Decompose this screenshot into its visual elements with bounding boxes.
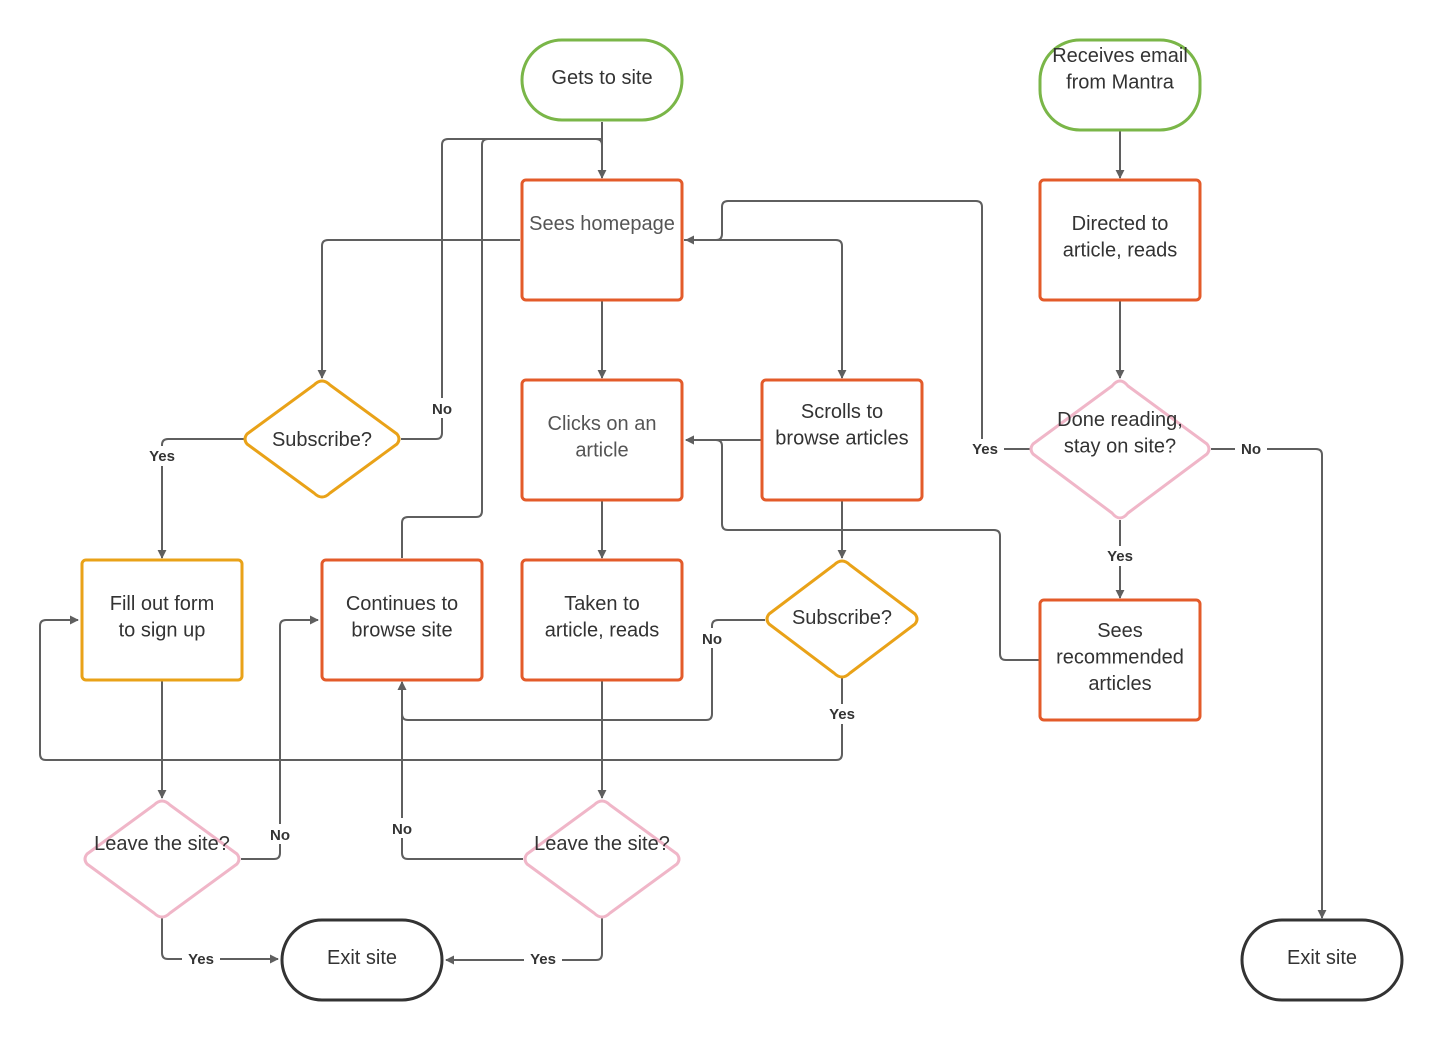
edge-subscribe1-no-to-homepage	[401, 138, 603, 440]
label-subscribe2-yes: Yes	[829, 706, 855, 723]
edge-subscribe2-no-to-continues	[397, 619, 765, 721]
node-text-line: article	[575, 440, 628, 462]
node-text-line: from Mantra	[1066, 72, 1175, 94]
node-leave-site-2-text: Leave the site?	[534, 833, 670, 855]
node-text-line: to sign up	[119, 620, 206, 642]
node-text-line: Gets to site	[551, 67, 652, 89]
node-text-line: Continues to	[346, 593, 458, 615]
node-scrolls-to-browse: Scrolls to browse articles	[760, 378, 924, 502]
node-text-line: browse articles	[775, 428, 908, 450]
node-text-line: Clicks on an	[548, 413, 657, 435]
node-subscribe-2-text: Subscribe?	[792, 607, 892, 629]
node-text-line: Taken to	[564, 593, 640, 615]
node-text-line: Fill out form	[110, 593, 214, 615]
node-continues-to-browse-text: Continues to browse site	[346, 593, 458, 642]
node-text-line: Receives email	[1052, 45, 1188, 67]
node-subscribe-2: Subscribe?	[765, 559, 919, 679]
edge-homepage-to-scrolls	[684, 239, 847, 379]
node-text-line: Leave the site?	[94, 833, 230, 855]
node-text-line: article, reads	[1063, 240, 1178, 262]
node-sees-recommended: Sees recommended articles	[1038, 598, 1202, 722]
node-leave-site-2: Leave the site?	[523, 799, 681, 919]
node-text-line: Exit site	[1287, 947, 1357, 969]
node-receives-email: Receives email from Mantra	[1038, 38, 1202, 132]
node-leave-site-1: Leave the site?	[83, 799, 241, 919]
node-text-line: article, reads	[545, 620, 660, 642]
label-subscribe1-yes: Yes	[149, 448, 175, 465]
label-subscribe1-no: No	[432, 401, 452, 418]
edge-recommended-to-clicks	[685, 435, 1040, 661]
node-exit-site-2: Exit site	[1240, 918, 1404, 1002]
edge-subscribe1-yes-to-form	[157, 438, 244, 559]
nodes: Gets to site Receives email from Mantra S…	[80, 38, 1404, 1002]
node-directed-to-article: Directed to article, reads	[1038, 178, 1202, 302]
node-done-reading-text: Done reading, stay on site?	[1057, 409, 1183, 458]
node-text-line: browse site	[351, 620, 452, 642]
node-exit-site-2-text: Exit site	[1287, 947, 1357, 969]
node-done-reading: Done reading, stay on site?	[1029, 379, 1211, 520]
edge-continues-to-homepage	[401, 138, 602, 558]
node-text-line: Exit site	[327, 947, 397, 969]
node-receives-email-text: Receives email from Mantra	[1052, 45, 1188, 94]
node-text-line: Subscribe?	[272, 429, 372, 451]
edge-leave2-yes-to-exit1	[445, 918, 603, 965]
node-leave-site-1-text: Leave the site?	[94, 833, 230, 855]
node-clicks-on-article-text: Clicks on an article	[548, 413, 657, 462]
node-text-line: Leave the site?	[534, 833, 670, 855]
edge-subscribe2-yes-to-form	[39, 615, 843, 761]
node-text-line: stay on site?	[1064, 436, 1176, 458]
node-text-line: Scrolls to	[801, 401, 883, 423]
edge-leave1-yes-to-exit1	[161, 918, 279, 964]
node-taken-to-article: Taken to article, reads	[520, 558, 684, 682]
node-text-line: articles	[1088, 673, 1151, 695]
node-sees-homepage-text: Sees homepage	[529, 213, 675, 235]
node-gets-to-site: Gets to site	[520, 38, 684, 122]
label-leave1-no: No	[270, 827, 290, 844]
edge-labels: No Yes Yes No Yes No Yes No Yes No Yes	[144, 398, 1267, 969]
node-continues-to-browse: Continues to browse site	[320, 558, 484, 682]
label-done-yes-down: Yes	[1107, 548, 1133, 565]
label-leave2-no: No	[392, 821, 412, 838]
node-text-line: Directed to	[1072, 213, 1169, 235]
node-text-line: Sees homepage	[529, 213, 675, 235]
node-text-line: Done reading,	[1057, 409, 1183, 431]
edge-leave1-no-to-continues	[241, 615, 319, 860]
node-scrolls-to-browse-text: Scrolls to browse articles	[775, 401, 908, 450]
node-subscribe-1: Subscribe?	[243, 379, 401, 499]
label-subscribe2-no: No	[702, 631, 722, 648]
node-exit-site-1-text: Exit site	[327, 947, 397, 969]
connectors	[39, 122, 1327, 965]
node-text-line: Sees	[1097, 620, 1143, 642]
label-leave1-yes: Yes	[188, 951, 214, 968]
node-directed-to-article-text: Directed to article, reads	[1063, 213, 1178, 262]
node-gets-to-site-text: Gets to site	[551, 67, 652, 89]
label-done-yes-left: Yes	[972, 441, 998, 458]
node-subscribe-1-text: Subscribe?	[272, 429, 372, 451]
node-exit-site-1: Exit site	[280, 918, 444, 1002]
node-sees-homepage: Sees homepage	[520, 178, 684, 302]
node-text-line: Subscribe?	[792, 607, 892, 629]
node-clicks-on-article: Clicks on an article	[520, 378, 684, 502]
edge-done-no-to-exit2	[1211, 448, 1327, 919]
node-fill-out-form-text: Fill out form to sign up	[110, 593, 214, 642]
node-text-line: recommended	[1056, 647, 1184, 669]
label-leave2-yes: Yes	[530, 951, 556, 968]
edge-leave2-no-to-continues	[397, 681, 523, 860]
edge-homepage-to-subscribe1	[317, 239, 520, 379]
node-taken-to-article-text: Taken to article, reads	[545, 593, 660, 642]
node-sees-recommended-text: Sees recommended articles	[1056, 620, 1184, 695]
node-fill-out-form: Fill out form to sign up	[80, 558, 244, 682]
label-done-no: No	[1241, 441, 1261, 458]
